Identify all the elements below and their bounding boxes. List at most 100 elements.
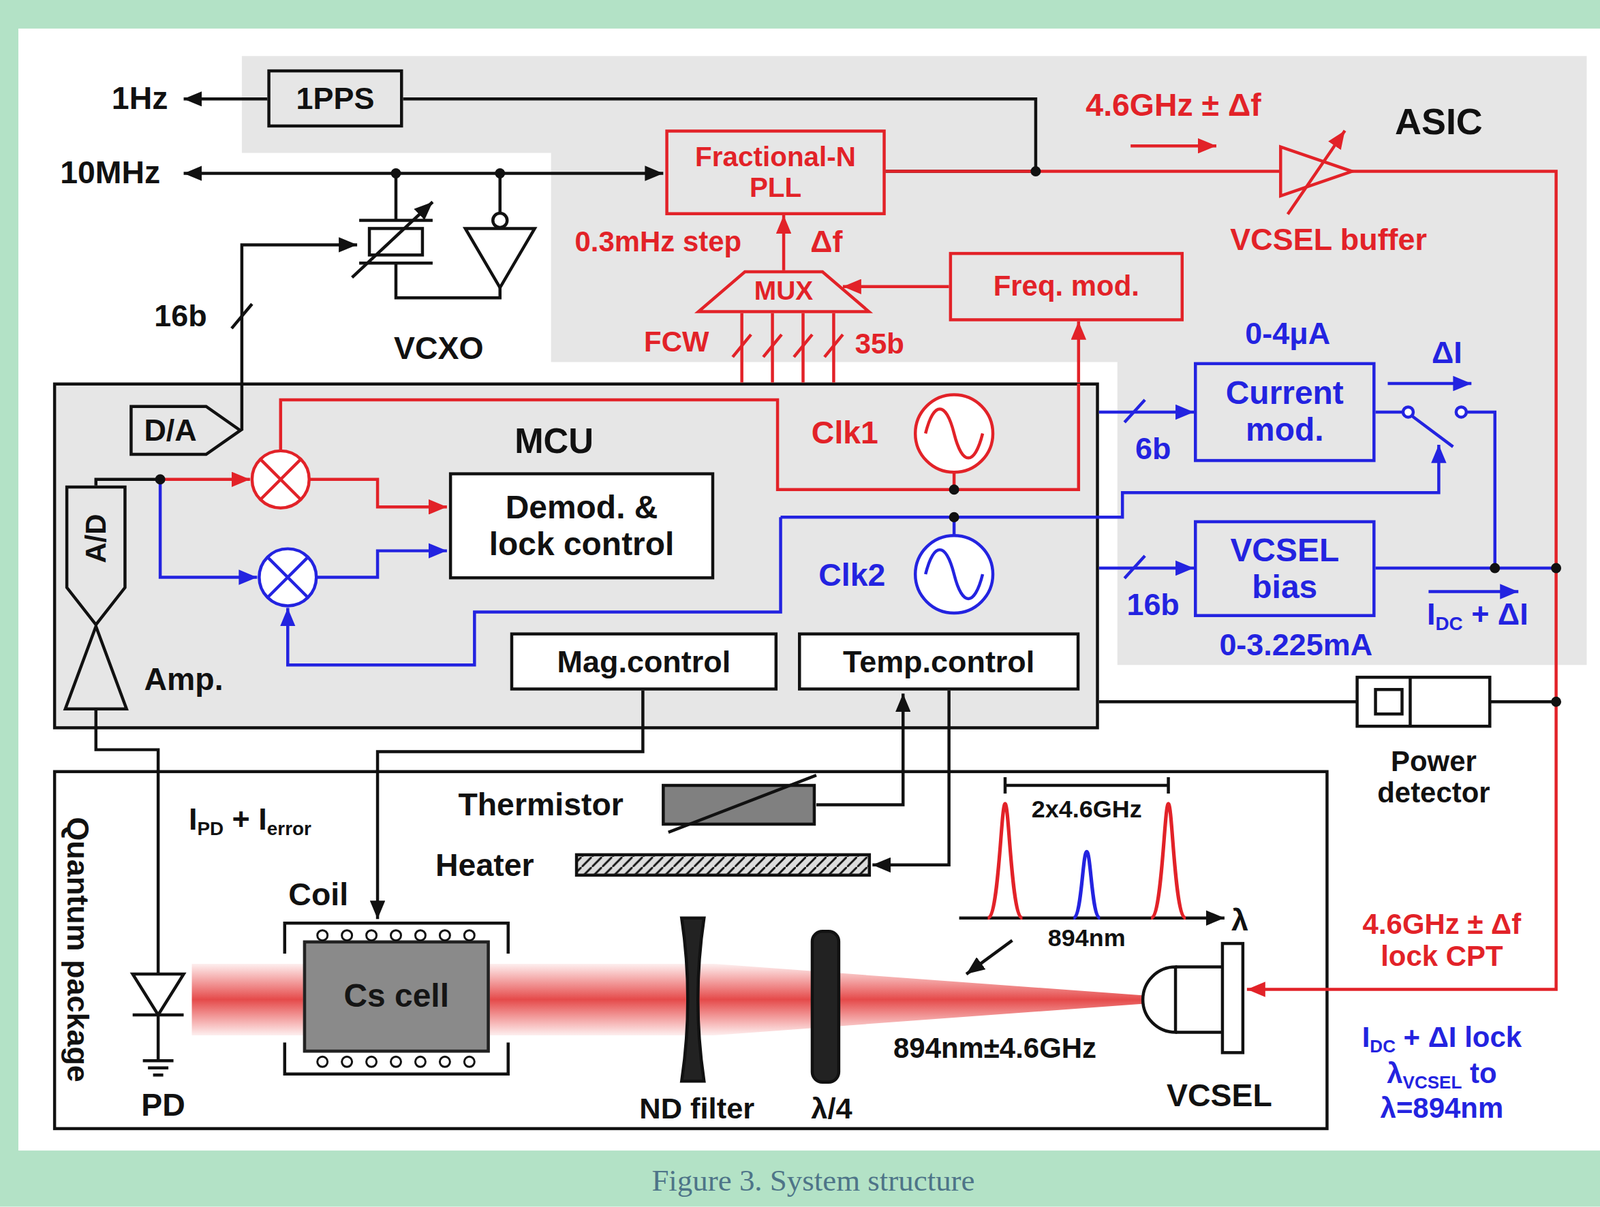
text-part: I xyxy=(1426,596,1436,631)
clock-wire xyxy=(183,97,268,101)
node-label: Fractional-N PLL xyxy=(682,141,869,204)
process-box: 1PPS xyxy=(267,69,403,128)
rf-wire xyxy=(309,479,448,507)
vcxo-symbol xyxy=(492,213,507,228)
node-label: 1PPS xyxy=(295,81,375,116)
text-part: I xyxy=(1362,1022,1371,1054)
bias-wire xyxy=(267,557,309,599)
port-label: 10MHz xyxy=(59,156,161,192)
node-label: Quantum package xyxy=(60,817,95,1083)
signal-label: 0.3mHz step xyxy=(575,225,743,258)
part-label: VCSEL buffer xyxy=(1229,222,1427,257)
page-ground xyxy=(18,28,1600,1151)
signal-label: IPD + Ierror xyxy=(188,802,312,841)
converter-shape: A/D xyxy=(65,485,127,627)
connector xyxy=(1099,566,1194,570)
bias-wire xyxy=(1466,412,1496,569)
converter-shape: D/A xyxy=(129,404,242,456)
rf-wire xyxy=(252,451,310,509)
connector xyxy=(782,215,786,271)
axis-label: λ xyxy=(1231,903,1249,938)
rf-wire xyxy=(1247,171,1557,991)
node-label: D/A xyxy=(143,413,197,448)
junction-dot xyxy=(155,166,1562,708)
signal-label: 4.6GHz ± Δf xyxy=(1085,88,1261,125)
node-outline xyxy=(698,271,869,312)
signal-wire xyxy=(96,479,161,486)
vcxo-symbol xyxy=(369,228,423,255)
connector xyxy=(402,98,1036,172)
part-label: Power detector xyxy=(1347,745,1521,810)
bias-wire xyxy=(1403,406,1414,418)
junction-dot xyxy=(949,512,960,523)
bias-wire xyxy=(316,551,448,578)
rf-wire xyxy=(915,395,993,473)
range-label: 0-3.225mA xyxy=(1219,627,1373,662)
coil-winding xyxy=(342,1056,353,1068)
node-outline xyxy=(66,487,125,625)
rf-wire xyxy=(160,478,251,482)
pll-box: Fractional-N PLL xyxy=(665,129,886,216)
bias-wire xyxy=(160,479,257,578)
optics-illustration xyxy=(668,775,817,833)
part-label: ND filter xyxy=(639,1092,755,1126)
coil-winding xyxy=(414,1056,426,1068)
vcxo-symbol xyxy=(352,173,535,299)
signal-label: ΔI xyxy=(1431,335,1463,371)
bus-width: 6b xyxy=(1135,432,1171,467)
connector xyxy=(842,285,950,289)
rf-wire xyxy=(732,334,843,358)
bias-wire xyxy=(287,517,781,666)
rf-wire xyxy=(260,459,302,501)
node-label: MUX xyxy=(754,276,814,307)
signal-label: IDC + ΔI xyxy=(1426,596,1529,636)
subscript: error xyxy=(267,818,312,840)
rf-wire xyxy=(160,130,1557,991)
mux-trapezoid: MUX xyxy=(697,270,871,314)
optics-illustration xyxy=(1142,967,1176,1034)
part-label: Coil xyxy=(288,878,349,914)
rf-wire xyxy=(1287,130,1346,215)
process-box: Mag.control xyxy=(510,632,778,691)
signal-wire xyxy=(1357,677,1491,727)
junction-dot xyxy=(949,484,960,495)
node-label: ASIC xyxy=(1394,102,1483,144)
signal-wire xyxy=(1375,689,1403,715)
optics-illustration xyxy=(1005,777,1169,794)
part-label: Amp. xyxy=(144,663,224,699)
process-box: VCSEL bias xyxy=(1193,520,1376,618)
bus-width: 35b xyxy=(855,327,905,360)
process-box: Demod. & lock control xyxy=(449,472,715,580)
connector xyxy=(1099,410,1194,414)
signal-wire xyxy=(65,626,127,709)
optics-illustration xyxy=(812,931,839,1083)
process-box: Freq. mod. xyxy=(949,252,1184,322)
coil-winding xyxy=(342,930,353,942)
part-label: Heater xyxy=(435,848,535,884)
connector xyxy=(1077,321,1081,383)
subscript: DC xyxy=(1369,1036,1396,1057)
optics-illustration xyxy=(284,775,1243,1083)
node-outline xyxy=(130,406,240,455)
vcxo-symbol xyxy=(352,201,433,278)
clock-wire xyxy=(241,244,358,431)
junction-dot xyxy=(155,474,166,485)
optics-illustration xyxy=(1222,943,1243,1053)
optics-illustration xyxy=(681,918,704,1083)
coil-winding xyxy=(464,930,475,942)
rf-wire xyxy=(885,169,1282,173)
subscript: PD xyxy=(196,818,224,840)
optics-illustration xyxy=(1073,851,1100,918)
axis-label: 894nm xyxy=(1048,925,1126,953)
node-label: Demod. & lock control xyxy=(482,489,681,563)
bias-wire xyxy=(1124,400,1145,579)
clock-wire xyxy=(183,98,664,431)
clock-wire xyxy=(183,171,664,175)
clock-label: Clk2 xyxy=(818,558,886,595)
rf-wire xyxy=(280,383,1079,490)
bias-wire xyxy=(1388,382,1472,386)
signal-wire xyxy=(377,690,643,920)
signal-label: Δf xyxy=(810,224,843,259)
bias-wire xyxy=(915,535,993,614)
